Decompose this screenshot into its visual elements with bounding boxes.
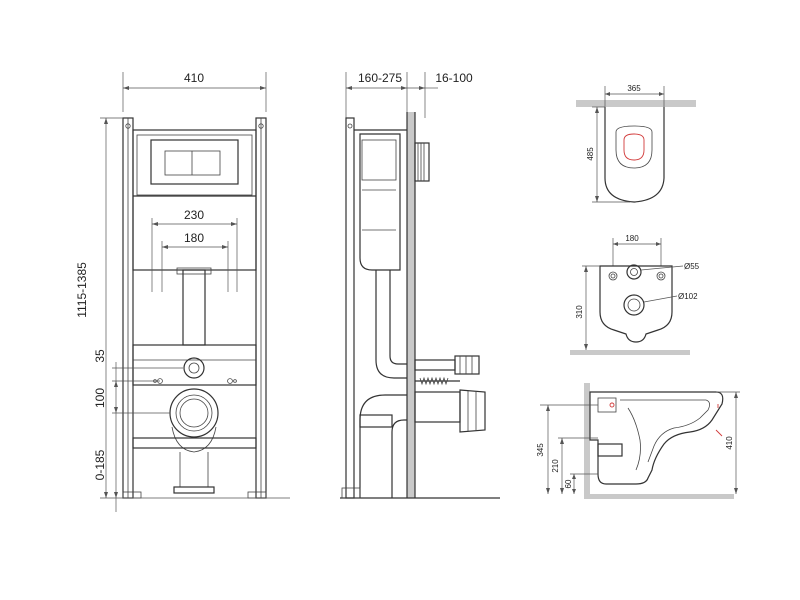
depth-range-label: 160-275	[358, 71, 402, 85]
profile-total-height-label: 345	[536, 443, 545, 457]
side-view: 160-275 16-100	[340, 71, 500, 499]
profile-inlet-height-label: 60	[564, 479, 573, 488]
bowl-rear-outline	[599, 265, 673, 343]
height-range-label: 1115-1385	[75, 262, 89, 318]
plate-width-label: 230	[184, 208, 204, 222]
mount-bolt-right	[227, 378, 233, 384]
outlet-pipe	[169, 388, 219, 438]
top-view: 365 485	[576, 84, 696, 203]
flush-plate	[150, 139, 239, 185]
front-width-label: 410	[184, 71, 204, 85]
dim-0-185-label: 0-185	[93, 449, 107, 480]
profile-view: 345 210 60 410	[536, 383, 740, 499]
plate-inner-label: 180	[184, 231, 204, 245]
bowl-profile-outline	[589, 391, 724, 485]
front-view: 410 230 180	[75, 71, 290, 512]
rear-outlet-diameter-label: Ø102	[678, 292, 698, 301]
rear-height-label: 310	[575, 305, 584, 319]
water-inlet	[183, 357, 205, 379]
bowl-top-outline	[604, 107, 665, 203]
top-width-label: 365	[627, 84, 641, 93]
profile-outlet-height-label: 210	[551, 459, 560, 473]
wall-offset-label: 16-100	[435, 71, 473, 85]
rear-view: 180 Ø55 Ø102 310	[570, 234, 700, 355]
top-depth-label: 485	[586, 147, 595, 161]
rear-bolt-spacing-label: 180	[625, 234, 639, 243]
dim-100-label: 100	[93, 388, 107, 408]
dim-35-label: 35	[93, 349, 107, 363]
rear-bolt-diameter-label: Ø55	[684, 262, 700, 271]
profile-bowl-height-label: 410	[725, 436, 734, 450]
